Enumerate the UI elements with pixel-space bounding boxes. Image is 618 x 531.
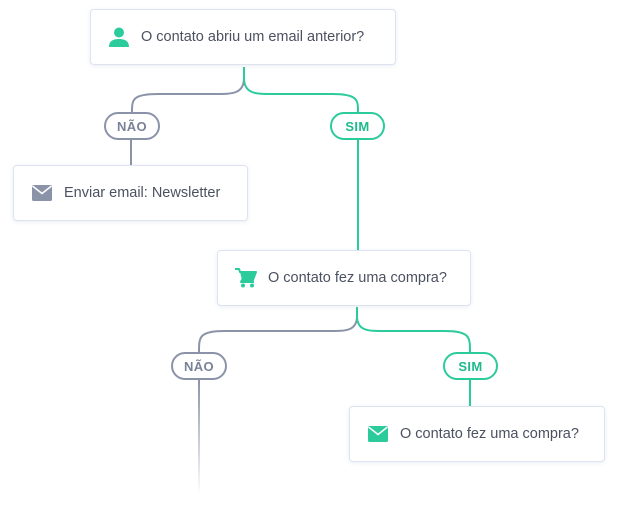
question-label: O contato abriu um email anterior? bbox=[141, 29, 365, 45]
question-node-made-purchase[interactable]: O contato fez uma compra? bbox=[217, 250, 471, 306]
branch-no-pill[interactable]: NÃO bbox=[171, 352, 227, 380]
branch-yes-pill[interactable]: SIM bbox=[443, 352, 498, 380]
action-node-send-newsletter[interactable]: Enviar email: Newsletter bbox=[13, 165, 248, 221]
connector-q2-no-continue bbox=[198, 380, 200, 495]
cart-icon bbox=[234, 266, 258, 290]
branch-yes-label: SIM bbox=[345, 118, 370, 134]
branch-yes-label: SIM bbox=[458, 358, 483, 374]
question-node-opened-email[interactable]: O contato abriu um email anterior? bbox=[90, 9, 396, 65]
action-node-purchase-email[interactable]: O contato fez uma compra? bbox=[349, 406, 605, 462]
action-label: O contato fez uma compra? bbox=[400, 426, 579, 442]
connector-q2-yes bbox=[356, 307, 471, 353]
envelope-icon bbox=[30, 181, 54, 205]
connector-q2-no bbox=[198, 307, 358, 353]
connector-q1-yes bbox=[243, 67, 359, 113]
connector-q1-no bbox=[131, 67, 245, 113]
branch-no-label: NÃO bbox=[116, 118, 148, 134]
question-label: O contato fez uma compra? bbox=[268, 270, 447, 286]
user-icon bbox=[107, 25, 131, 49]
envelope-icon bbox=[366, 422, 390, 446]
branch-yes-pill[interactable]: SIM bbox=[330, 112, 385, 140]
branch-no-pill[interactable]: NÃO bbox=[104, 112, 160, 140]
action-label: Enviar email: Newsletter bbox=[64, 185, 221, 201]
branch-no-label: NÃO bbox=[183, 358, 215, 374]
